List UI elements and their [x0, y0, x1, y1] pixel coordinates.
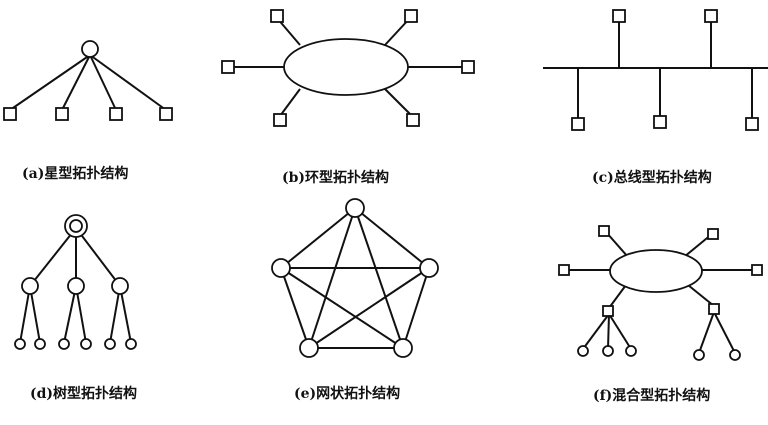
- tree-leaf-node: [34, 338, 46, 350]
- tree-branch-node: [111, 277, 129, 295]
- ring-node: [221, 60, 235, 74]
- hybrid-leaf: [729, 349, 741, 361]
- caption-hybrid: (f)混合型拓扑结构: [593, 387, 710, 404]
- mesh-node: [419, 258, 439, 278]
- tree-leaf-node: [125, 338, 137, 350]
- star-node: [55, 107, 69, 121]
- hybrid-hub: [602, 305, 614, 317]
- hybrid-node: [707, 228, 719, 240]
- star-topology: [3, 40, 173, 121]
- hybrid-leaf: [625, 345, 637, 357]
- hybrid-ring: [609, 249, 703, 293]
- caption-ring: (b)环型拓扑结构: [282, 169, 389, 186]
- bus-node: [571, 117, 585, 131]
- mesh-node: [393, 338, 413, 358]
- hybrid-node: [751, 264, 763, 276]
- mesh-node: [299, 338, 319, 358]
- hybrid-leaf: [693, 349, 705, 361]
- caption-mesh: (e)网状拓扑结构: [294, 385, 400, 402]
- bus-node: [745, 117, 759, 131]
- tree-leaf-node: [104, 338, 116, 350]
- star-node: [109, 107, 123, 121]
- mesh-topology: [271, 198, 439, 358]
- tree-leaf-node: [58, 338, 70, 350]
- tree-branch-node: [21, 277, 39, 295]
- tree-root-inner: [69, 219, 83, 233]
- hybrid-node: [598, 225, 610, 237]
- mesh-node: [345, 198, 365, 218]
- tree-topology: [14, 214, 137, 350]
- bus-node: [653, 115, 667, 129]
- bus-topology: [543, 9, 768, 131]
- tree-branch-node: [67, 277, 85, 295]
- star-hub: [81, 40, 99, 58]
- tree-leaf-node: [80, 338, 92, 350]
- ring-node: [270, 9, 284, 23]
- tree-leaf-node: [14, 338, 26, 350]
- hybrid-leaf: [602, 345, 614, 357]
- ring-node: [404, 9, 418, 23]
- star-node: [159, 107, 173, 121]
- ring-topology: [221, 9, 475, 127]
- bus-node: [612, 9, 626, 23]
- caption-bus: (c)总线型拓扑结构: [592, 169, 712, 186]
- ring-node: [406, 113, 420, 127]
- star-node: [3, 107, 17, 121]
- bus-node: [704, 9, 718, 23]
- hybrid-hub: [708, 303, 720, 315]
- hybrid-leaf: [577, 345, 589, 357]
- ring-node: [273, 113, 287, 127]
- ring-ellipse: [283, 38, 409, 96]
- caption-tree: (d)树型拓扑结构: [30, 385, 137, 402]
- caption-star: (a)星型拓扑结构: [22, 165, 128, 182]
- hybrid-topology: [558, 225, 763, 361]
- hybrid-node: [558, 264, 570, 276]
- mesh-node: [271, 258, 291, 278]
- ring-node: [461, 60, 475, 74]
